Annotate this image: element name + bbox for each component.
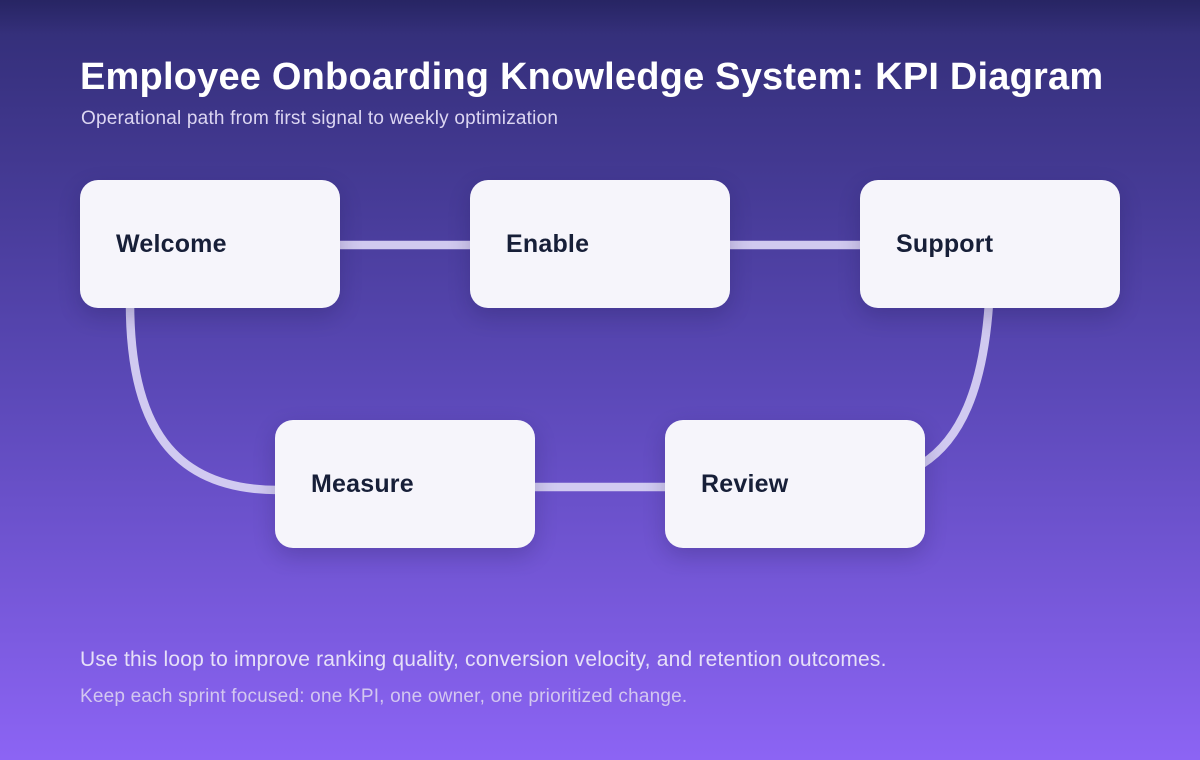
diagram-node-measure: Measure bbox=[275, 420, 535, 548]
node-label-enable: Enable bbox=[506, 229, 590, 258]
page-subtitle: Operational path from first signal to we… bbox=[81, 108, 559, 129]
footer-guidance: Keep each sprint focused: one KPI, one o… bbox=[80, 686, 688, 707]
diagram-node-enable: Enable bbox=[470, 180, 730, 308]
node-label-welcome: Welcome bbox=[116, 229, 227, 258]
diagram-node-review: Review bbox=[665, 420, 925, 548]
page-title: Employee Onboarding Knowledge System: KP… bbox=[80, 56, 1104, 98]
connector-welcome-measure bbox=[125, 298, 283, 495]
footer-summary: Use this loop to improve ranking quality… bbox=[80, 648, 887, 671]
node-label-measure: Measure bbox=[311, 469, 414, 498]
diagram-node-support: Support bbox=[860, 180, 1120, 308]
diagram-node-welcome: Welcome bbox=[80, 180, 340, 308]
connector-support-review bbox=[917, 298, 994, 469]
node-label-support: Support bbox=[896, 229, 994, 258]
node-label-review: Review bbox=[701, 469, 789, 498]
